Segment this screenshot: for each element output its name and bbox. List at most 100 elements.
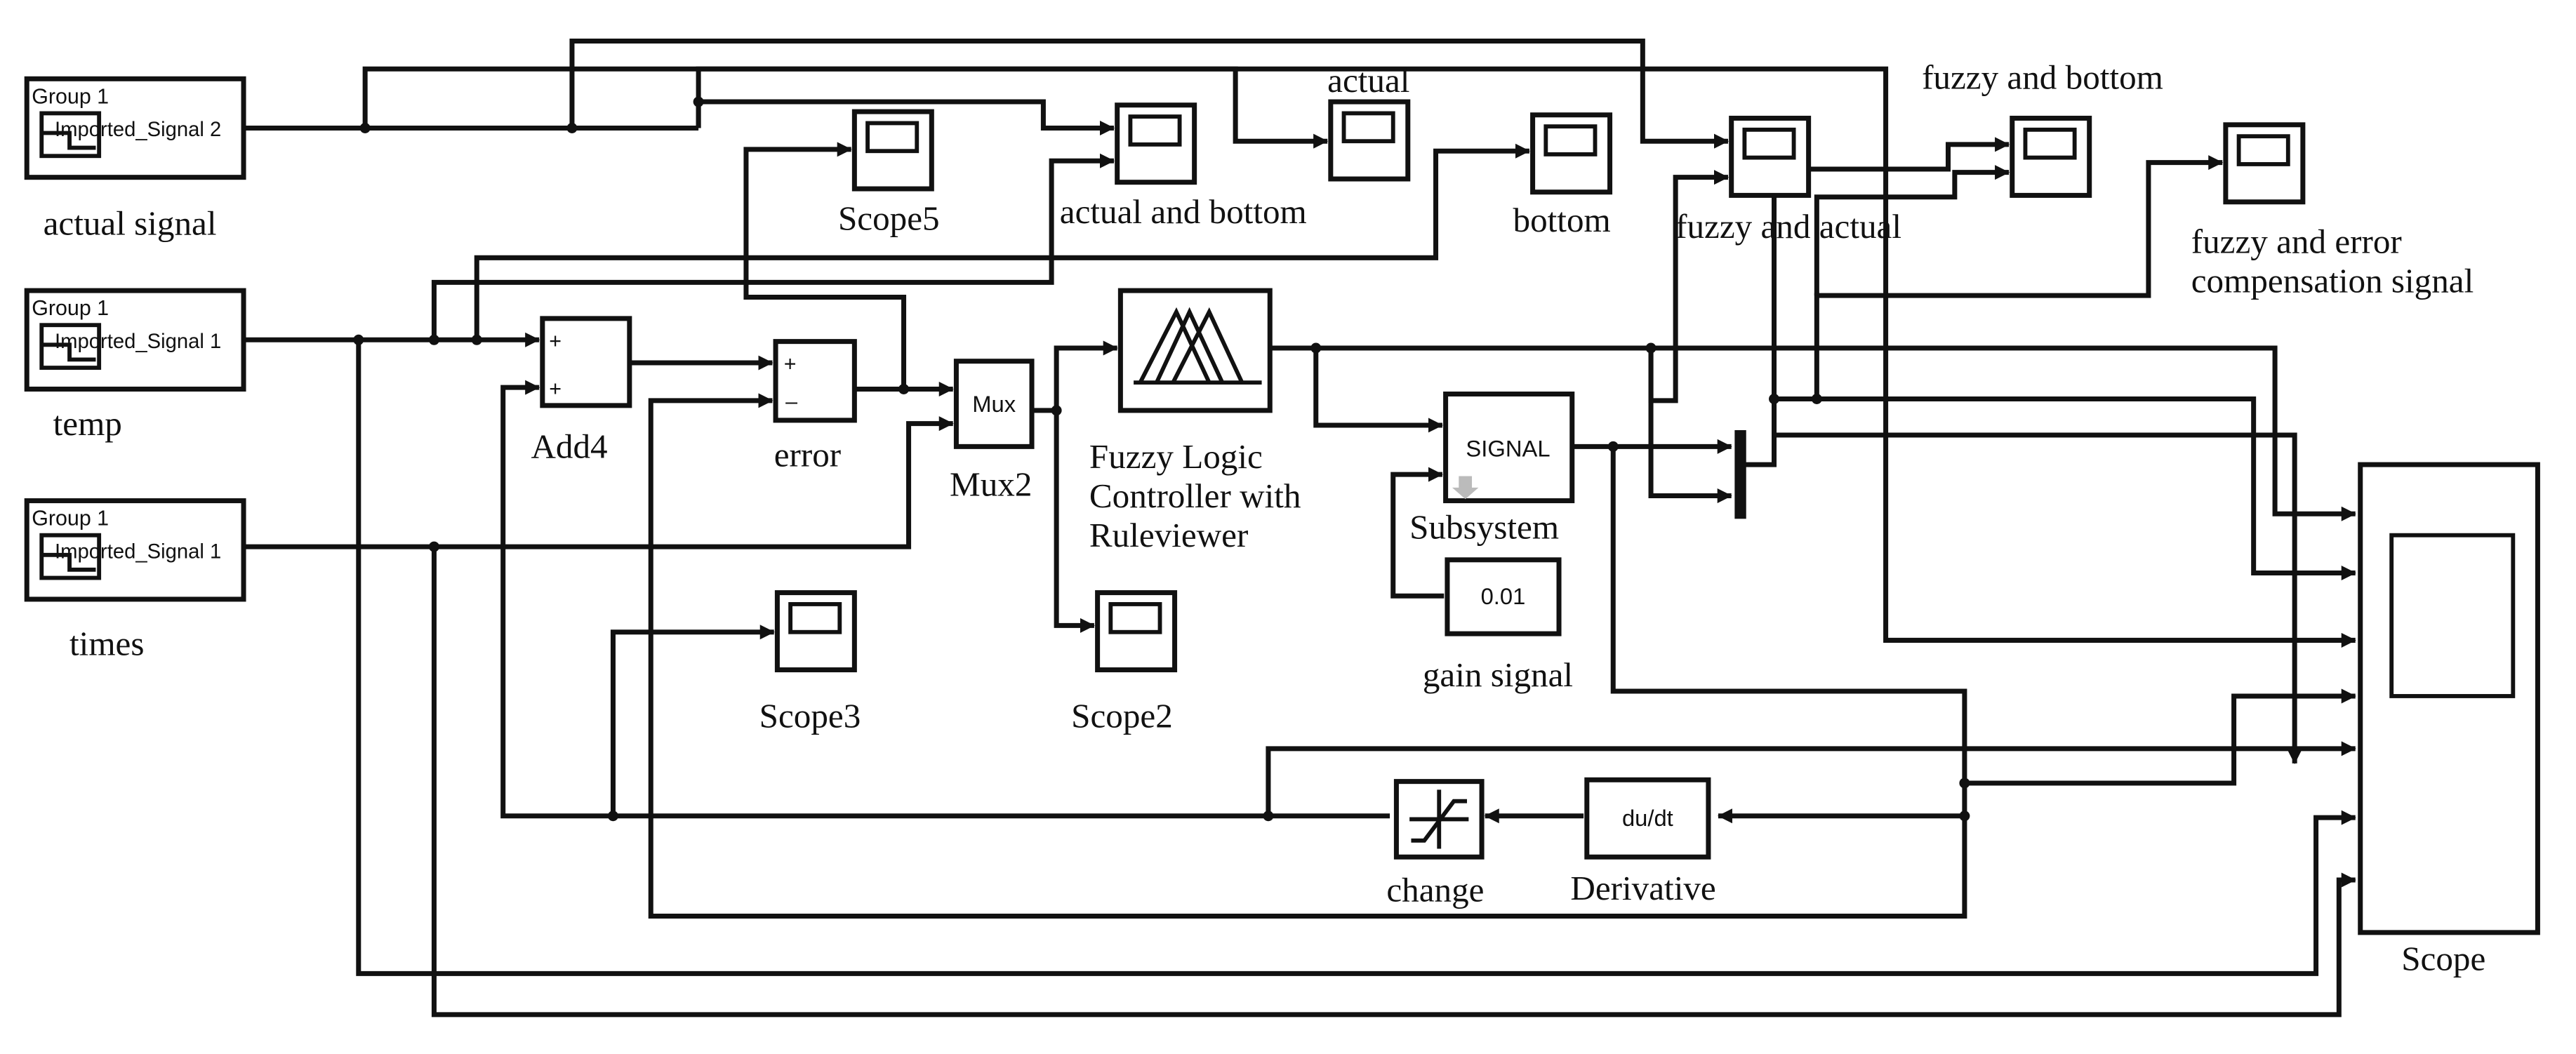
add4-plus-sign: + [549, 329, 562, 353]
wire-src3-to-scope-main [431, 547, 2356, 1018]
flc-label-line2: Controller with [1089, 476, 1301, 515]
junction-dot [428, 541, 439, 552]
source-signal-name: Imported_Signal 1 [55, 331, 221, 353]
scope3-label: Scope3 [759, 696, 861, 735]
scope-fuzzy-bottom-label: fuzzy and bottom [1922, 58, 2163, 96]
error-plus-sign: + [784, 352, 797, 376]
wire-mux-to-flc [1032, 340, 1118, 413]
scope5-block[interactable] [851, 109, 934, 192]
junction-dot [1959, 778, 1970, 789]
derivative-inner-label: du/dt [1622, 805, 1673, 831]
gain-constant-block[interactable]: 0.01 [1445, 557, 1562, 636]
source-label-times: times [69, 624, 144, 662]
main-scope-block[interactable] [2358, 462, 2540, 935]
wire-gain-to-subsystem [1390, 467, 1445, 599]
wire-bus-mid-to-scope-main [1772, 399, 2302, 764]
wire-bus-to-scope-main [1817, 396, 2356, 581]
mux-block[interactable]: Mux [953, 359, 1035, 449]
junction-dot [607, 810, 618, 822]
junction-dot [693, 96, 704, 107]
scope-fuzzy-actual-block[interactable] [1729, 115, 1812, 198]
mux2-label: Mux2 [950, 465, 1032, 504]
gain-value: 0.01 [1481, 583, 1526, 609]
source-group-label: Group 1 [32, 507, 109, 531]
wire-src1-to-fuzzy-actual [362, 66, 2356, 648]
junction-dot [1959, 810, 1970, 822]
gain-label: gain signal [1423, 655, 1573, 694]
wire-src1-to-actual-scope [569, 38, 1729, 149]
wire-src3-to-mux [244, 416, 954, 549]
signal-wires [244, 38, 2356, 1018]
source-block-temp[interactable]: Group 1 Imported_Signal 1 [24, 288, 246, 392]
junction-dot [566, 122, 578, 133]
flc-label-line1: Fuzzy Logic [1089, 437, 1263, 476]
source-label-actual: actual signal [44, 204, 217, 243]
wire-bus-to-fuzzy-bottom-2 [1814, 165, 2010, 296]
saturation-icon [1411, 799, 1468, 843]
junction-dot [428, 334, 439, 345]
scope-fuzzy-bottom-block[interactable] [2010, 115, 2092, 198]
junction-dot [1310, 342, 1322, 354]
wire-flc-to-subsystem [1313, 347, 1443, 433]
source-block-actual[interactable]: Group 1 Imported_Signal 2 [24, 76, 246, 180]
derivative-block[interactable]: du/dt [1584, 777, 1711, 860]
junction-dot [471, 334, 482, 345]
junction-dot [1263, 810, 1274, 822]
wire-feedback-to-error-minus [648, 393, 1967, 919]
junction-dot [1051, 405, 1062, 416]
wire-src1-to-actual-bottom [696, 66, 1329, 149]
fuzzy-logic-controller-block[interactable] [1117, 288, 1273, 413]
source-group-label: Group 1 [32, 296, 109, 320]
mux-inner-label: Mux [972, 391, 1016, 417]
wire-src2-to-bottom [431, 153, 1115, 340]
source-block-times[interactable]: Group 1 Imported_Signal 1 [24, 498, 246, 602]
junction-dot [1645, 342, 1657, 354]
scope-fuzzy-actual-label: fuzzy and actual [1675, 207, 1901, 246]
junction-dot [359, 122, 371, 133]
scope-screen [2389, 533, 2516, 698]
add4-block[interactable]: + + [540, 316, 632, 408]
membership-functions-icon [1134, 307, 1262, 385]
wire-mux-to-scope2 [1054, 410, 1095, 633]
wire-bus-to-fuzzy-error [1774, 155, 2224, 402]
subsystem-label: Subsystem [1409, 507, 1559, 546]
error-sum-block[interactable]: + – [773, 339, 857, 423]
wire-flc-to-fuzzy-bottom [1648, 347, 1732, 504]
wire-src1-to-actual [696, 99, 1115, 136]
flc-label-line3: Ruleviewer [1089, 516, 1248, 554]
source-label-temp: temp [53, 404, 122, 443]
add4-plus-sign: + [549, 377, 562, 401]
scope2-block[interactable] [1095, 590, 1178, 673]
change-label: change [1386, 870, 1484, 909]
wire-src2-to-bottom-scope [474, 143, 1530, 340]
junction-dots [353, 96, 1970, 822]
scope3-block[interactable] [774, 590, 857, 673]
wire-error-to-scope5 [743, 142, 907, 389]
scope-actual-label: actual [1327, 61, 1409, 100]
scope-actual-block[interactable] [1328, 99, 1411, 182]
wire-bus-to-fuzzy-bottom [1743, 137, 2010, 467]
error-label: error [774, 435, 841, 474]
subsystem-block[interactable]: SIGNAL [1443, 391, 1575, 504]
junction-dot [1769, 394, 1779, 405]
subsystem-inner-label: SIGNAL [1466, 435, 1550, 461]
derivative-label: Derivative [1570, 869, 1715, 907]
main-scope-label: Scope [2401, 940, 2485, 978]
scope2-label: Scope2 [1071, 696, 1173, 735]
wire-change-to-scope-main [1266, 741, 2356, 816]
change-saturation-block[interactable] [1393, 779, 1485, 860]
source-signal-name: Imported_Signal 1 [55, 540, 221, 563]
junction-dot [353, 334, 364, 345]
bus-bar[interactable] [1734, 429, 1746, 519]
scope-bottom-block[interactable] [1530, 112, 1613, 195]
junction-dot [898, 383, 910, 394]
wire-flc-to-scope-main [1270, 345, 2356, 521]
source-signal-name: Imported_Signal 2 [55, 119, 221, 141]
scope5-label: Scope5 [838, 199, 940, 238]
scope-fuzzy-error-block[interactable] [2223, 122, 2306, 205]
scope-fuzzy-error-label-line2: compensation signal [2191, 261, 2474, 300]
error-minus-sign: – [785, 390, 797, 414]
scope-actual-bottom-block[interactable] [1115, 102, 1197, 185]
